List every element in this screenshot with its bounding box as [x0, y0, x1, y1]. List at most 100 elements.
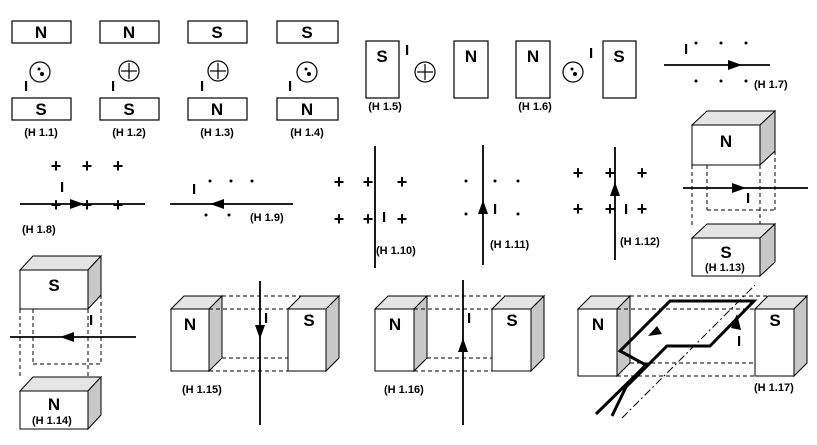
- current-arrow-icon: [728, 60, 742, 70]
- figure-caption: (H 1.4): [290, 127, 324, 139]
- svg-text:+: +: [637, 199, 648, 219]
- figure-caption: (H 1.10): [376, 245, 416, 257]
- wire-cross-section: [29, 61, 51, 83]
- north-pole-label: N: [48, 395, 60, 414]
- figure-caption: (H 1.7): [754, 79, 788, 91]
- current-label: I: [467, 310, 471, 327]
- current-arrow-icon: [70, 199, 84, 209]
- figure-caption: (H 1.6): [518, 101, 552, 113]
- current-label: I: [200, 78, 204, 95]
- north-pole-label: N: [35, 23, 47, 42]
- south-pole-label: S: [613, 47, 624, 66]
- figure-h1-3: S I N (H 1.3): [187, 20, 248, 139]
- figure-h1-1: N I S (H 1.1): [11, 20, 72, 139]
- south-pole-label: S: [376, 47, 387, 66]
- svg-text:+: +: [363, 172, 374, 192]
- current-label: I: [746, 190, 750, 207]
- current-label: I: [493, 201, 497, 218]
- figure-h1-7: I (H 1.7): [664, 41, 788, 91]
- current-label: I: [89, 312, 93, 329]
- current-label: I: [684, 41, 688, 58]
- figure-h1-12: + + + + + + I (H 1.12): [573, 147, 660, 260]
- north-pole-label: N: [301, 100, 313, 119]
- svg-text:+: +: [113, 156, 124, 176]
- figure-caption: (H 1.8): [22, 224, 56, 236]
- north-pole-label: N: [465, 47, 477, 66]
- south-pole-label: S: [303, 311, 314, 330]
- north-pole-label: N: [184, 315, 196, 334]
- wire-cross-section: [562, 61, 584, 83]
- field-region-dashed: [209, 295, 301, 372]
- south-pole-label: S: [506, 311, 517, 330]
- rotation-axis: [621, 284, 756, 419]
- svg-text:+: +: [573, 163, 584, 183]
- current-out-dot-icon: [40, 72, 44, 76]
- current-label: I: [24, 78, 28, 95]
- current-arrow-icon: [210, 199, 224, 209]
- figure-caption: (H 1.16): [384, 384, 424, 396]
- figure-h1-6: N I S (H 1.6): [515, 40, 637, 113]
- current-arrow-icon: [60, 332, 74, 342]
- figure-h1-10: + + + + + + I (H 1.10): [334, 146, 416, 268]
- current-arrow-icon: [478, 200, 488, 214]
- south-pole-label: S: [48, 276, 59, 295]
- current-arrow-icon: [648, 326, 662, 336]
- current-label: I: [60, 179, 64, 196]
- figure-caption: (H 1.5): [368, 101, 402, 113]
- svg-text:+: +: [113, 195, 124, 215]
- svg-text:+: +: [397, 209, 408, 229]
- figure-caption: (H 1.1): [24, 127, 58, 139]
- figure-h1-8: + + + + + + I (H 1.8): [20, 156, 145, 236]
- current-arrow-icon: [458, 338, 468, 352]
- figure-caption: (H 1.2): [112, 127, 146, 139]
- figure-caption: (H 1.17): [754, 382, 794, 394]
- south-pole-label: S: [769, 311, 780, 330]
- current-label: I: [288, 78, 292, 95]
- north-pole-label: N: [720, 132, 732, 151]
- figure-caption: (H 1.11): [490, 239, 529, 251]
- figure-caption: (H 1.12): [620, 236, 660, 248]
- north-pole-label: N: [389, 315, 401, 334]
- current-out-dot-icon: [307, 72, 311, 76]
- field-into-crosses: + + + + + +: [334, 172, 408, 229]
- south-pole-label: S: [301, 23, 312, 42]
- field-region-dashed: [414, 295, 505, 372]
- figure-h1-16: N S I (H 1.16): [373, 280, 546, 425]
- north-pole-label: N: [592, 315, 604, 334]
- field-out-dots: [464, 179, 520, 216]
- current-label: I: [624, 201, 628, 218]
- current-label: I: [111, 78, 115, 95]
- figure-h1-5: S I N (H 1.5): [365, 40, 489, 113]
- figure-h1-2: N I S (H 1.2): [99, 20, 160, 139]
- current-label: I: [264, 310, 268, 327]
- current-loop: [594, 299, 758, 417]
- north-pole-label: N: [123, 23, 135, 42]
- current-label: I: [589, 45, 593, 62]
- figure-caption: (H 1.14): [32, 415, 72, 427]
- current-arrow-icon: [255, 325, 265, 339]
- svg-text:+: +: [637, 163, 648, 183]
- figure-caption: (H 1.15): [182, 384, 222, 396]
- svg-text:+: +: [363, 209, 374, 229]
- north-pole-label: N: [527, 47, 539, 66]
- figure-caption: (H 1.13): [705, 262, 745, 274]
- current-arrow-icon: [732, 183, 746, 193]
- south-pole-label: S: [123, 100, 134, 119]
- current-arrow-icon: [731, 314, 741, 330]
- field-into-crosses: + + + + + +: [573, 163, 648, 219]
- field-into-crosses: + + + + + +: [51, 156, 124, 215]
- north-pole-label: N: [211, 100, 223, 119]
- current-label: I: [737, 333, 741, 350]
- south-pole-label: S: [720, 243, 731, 262]
- south-pole-label: S: [211, 23, 222, 42]
- south-pole-label: S: [35, 100, 46, 119]
- svg-text:+: +: [82, 156, 93, 176]
- figure-h1-9: I (H 1.9): [170, 179, 293, 224]
- current-label: I: [405, 42, 409, 59]
- figure-h1-17: N S I (H 1.17): [576, 284, 809, 419]
- current-arrow-icon: [610, 182, 620, 196]
- wire-cross-section: [296, 61, 318, 83]
- figure-h1-13: N S (H 1.13) I: [683, 109, 808, 278]
- svg-text:+: +: [334, 209, 345, 229]
- svg-text:+: +: [51, 156, 62, 176]
